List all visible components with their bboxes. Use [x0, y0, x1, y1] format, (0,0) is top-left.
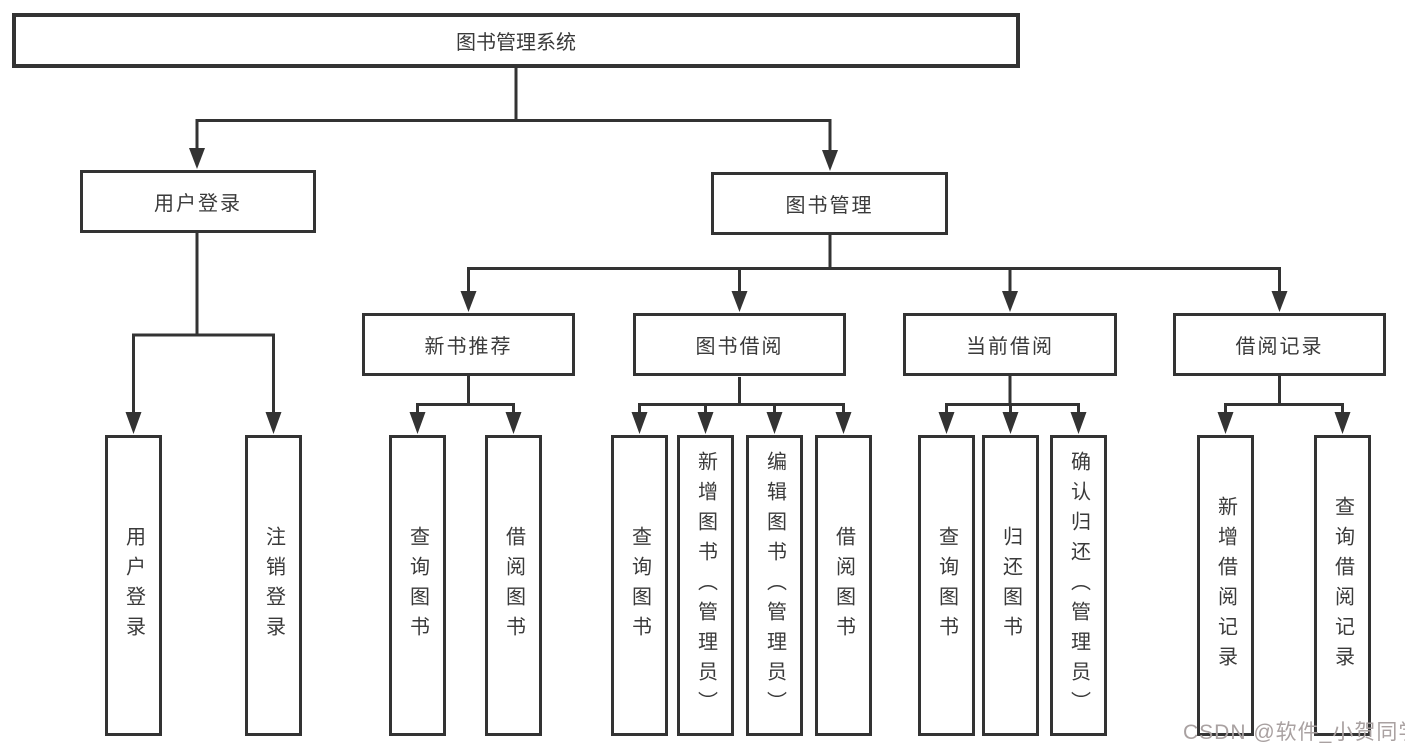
leaf-edit-book-admin: 编辑图书（管理员） [746, 435, 803, 736]
csdn-watermark: CSDN @软件_小贺同学 [1183, 721, 1405, 744]
node-label: 图书管理系统 [456, 32, 576, 54]
leaf-return-book: 归还图书 [982, 435, 1039, 736]
node-label: 借阅记录 [1235, 336, 1324, 358]
leaf-borrow-book: 借阅图书 [485, 435, 542, 736]
node-current-borrow: 当前借阅 [903, 313, 1117, 376]
leaf-user-login: 用户登录 [105, 435, 162, 736]
leaf-query-book: 查询图书 [389, 435, 446, 736]
node-label: 新增借阅记录 [1214, 495, 1237, 676]
node-label: 查询图书 [628, 525, 651, 646]
node-label: 归还图书 [999, 525, 1022, 646]
node-label: 借阅图书 [502, 525, 525, 646]
node-borrow-records: 借阅记录 [1173, 313, 1386, 376]
node-label: 查询借阅记录 [1331, 495, 1354, 676]
node-label: 图书借阅 [695, 336, 784, 358]
node-label: 查询图书 [406, 525, 429, 646]
leaf-confirm-return-admin: 确认归还（管理员） [1050, 435, 1107, 736]
node-label: 新增图书（管理员） [694, 450, 717, 721]
node-label: 当前借阅 [966, 336, 1054, 358]
node-user-login: 用户登录 [80, 170, 316, 233]
node-label: 新书推荐 [424, 336, 513, 358]
node-label: 借阅图书 [832, 525, 855, 646]
node-label: 确认归还（管理员） [1067, 450, 1090, 721]
node-new-book-recommend: 新书推荐 [362, 313, 575, 376]
node-label: 图书管理 [785, 195, 874, 217]
leaf-query-borrow-record: 查询借阅记录 [1314, 435, 1371, 736]
leaf-query-book: 查询图书 [918, 435, 975, 736]
node-label: 用户登录 [154, 193, 242, 215]
node-label: 注销登录 [262, 525, 285, 646]
leaf-borrow-book: 借阅图书 [815, 435, 872, 736]
leaf-add-book-admin: 新增图书（管理员） [677, 435, 734, 736]
leaf-add-borrow-record: 新增借阅记录 [1197, 435, 1254, 736]
node-label: 用户登录 [122, 525, 145, 646]
leaf-query-book: 查询图书 [611, 435, 668, 736]
node-book-borrow: 图书借阅 [633, 313, 846, 376]
node-book-management: 图书管理 [711, 172, 948, 235]
node-label: 查询图书 [935, 525, 958, 646]
leaf-logout: 注销登录 [245, 435, 302, 736]
node-label: 编辑图书（管理员） [763, 450, 786, 721]
node-library-management-system: 图书管理系统 [12, 13, 1020, 68]
